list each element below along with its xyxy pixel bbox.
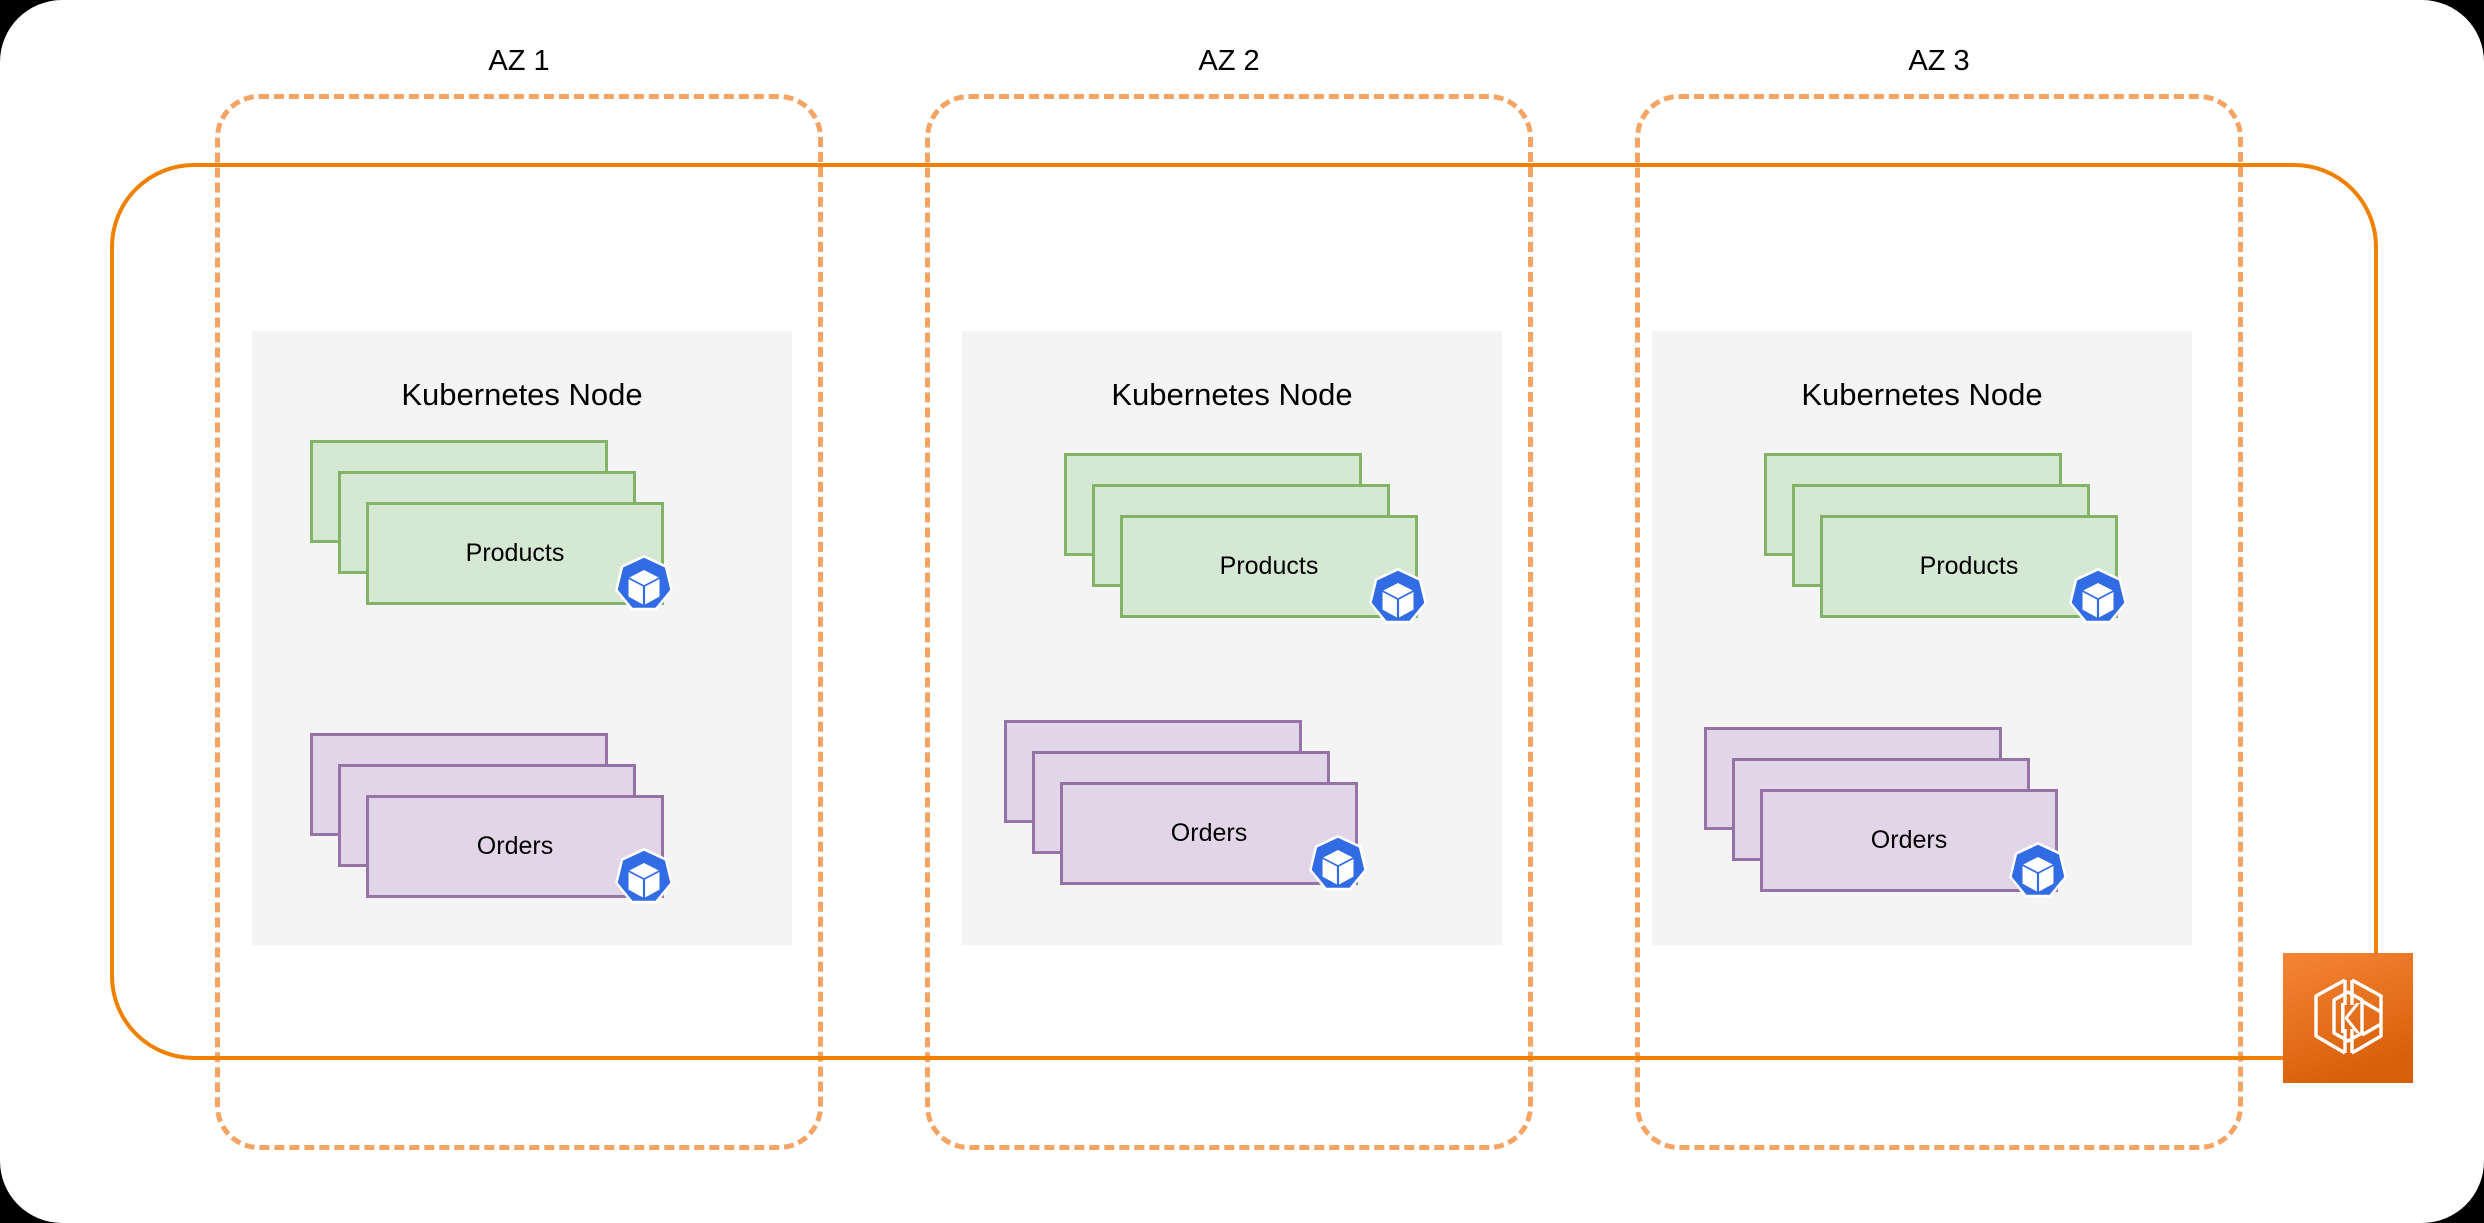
pod-replica [1760, 789, 2058, 892]
pod-stack-orders-az2: Orders [1004, 720, 1367, 900]
kubernetes-node-panel-az3: Kubernetes Node Products [1652, 331, 2192, 945]
kubernetes-pod-icon [1302, 832, 1374, 904]
kubernetes-pod-icon [2002, 839, 2074, 911]
kubernetes-pod-icon [1362, 565, 1434, 637]
kubernetes-pod-icon [2062, 565, 2134, 637]
pod-stack-orders-az3: Orders [1704, 727, 2067, 907]
availability-zone-1 [215, 94, 823, 1150]
kubernetes-node-title: Kubernetes Node [401, 377, 643, 412]
pod-replica [366, 795, 664, 898]
kubernetes-node-title: Kubernetes Node [1111, 377, 1353, 412]
kubernetes-pod-icon [608, 845, 680, 917]
kubernetes-node-panel-az1: Kubernetes Node Products [252, 331, 792, 945]
availability-zone-3-label: AZ 3 [1908, 45, 1970, 77]
pod-stack-products-az1: Products [310, 440, 673, 620]
pod-replica [366, 502, 664, 605]
pod-replica [1820, 515, 2118, 618]
pod-stack-products-az3: Products [1764, 453, 2127, 633]
kubernetes-node-panel-az2: Kubernetes Node Products [962, 331, 1502, 945]
aws-eks-logo-icon [2283, 953, 2413, 1083]
availability-zone-1-label: AZ 1 [488, 45, 550, 77]
pod-stack-orders-az1: Orders [310, 733, 673, 913]
eks-cluster-boundary [110, 163, 2378, 1060]
availability-zone-3 [1635, 94, 2243, 1150]
pod-replica [1060, 782, 1358, 885]
availability-zone-2 [925, 94, 1533, 1150]
pod-replica [1120, 515, 1418, 618]
kubernetes-node-title: Kubernetes Node [1801, 377, 2043, 412]
availability-zone-2-label: AZ 2 [1198, 45, 1260, 77]
kubernetes-pod-icon [608, 552, 680, 624]
pod-stack-products-az2: Products [1064, 453, 1427, 633]
